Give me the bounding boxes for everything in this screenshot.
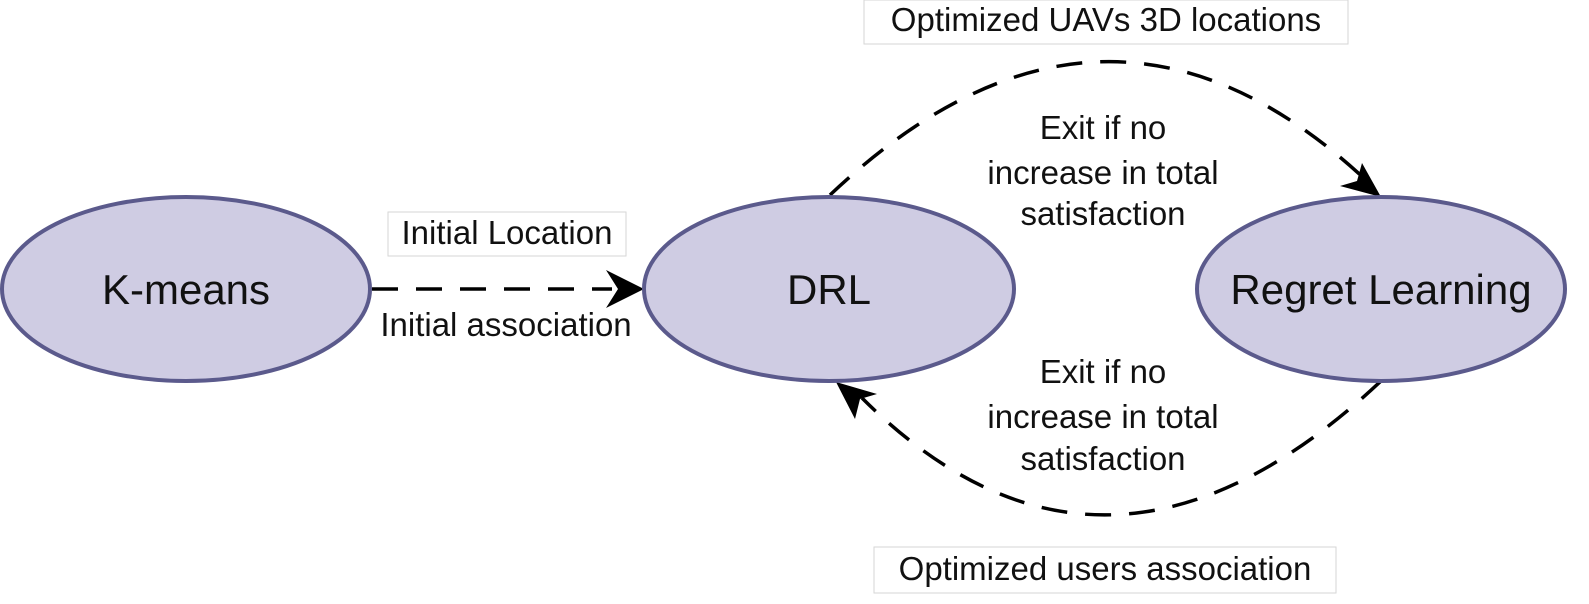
label-optimized-users-association: Optimized users association bbox=[873, 546, 1337, 594]
label-optimized-uav-locations-box bbox=[863, 0, 1349, 45]
node-regret-learning: Regret Learning bbox=[1195, 195, 1567, 383]
label-optimized-users-association-text: Optimized users association bbox=[899, 550, 1312, 587]
node-drl: DRL bbox=[642, 195, 1016, 383]
exit-condition-bottom: Exit if no increase in total satisfactio… bbox=[987, 353, 1218, 477]
exit-condition-top: Exit if no increase in total satisfactio… bbox=[987, 109, 1218, 232]
label-optimized-uav-locations-text: Optimized UAVs 3D locations bbox=[891, 1, 1321, 38]
exit-condition-bottom-line2: increase in total bbox=[987, 398, 1218, 435]
edge-regret-to-drl bbox=[836, 379, 1383, 517]
node-regret-learning-label: Regret Learning bbox=[1230, 266, 1531, 313]
arrowhead-drl-left bbox=[606, 270, 644, 308]
node-kmeans: K-means bbox=[0, 195, 372, 383]
edge-drl-to-regret-arc bbox=[828, 60, 1370, 197]
edge-regret-to-drl-arc bbox=[860, 379, 1383, 517]
exit-condition-bottom-line1: Exit if no bbox=[1040, 353, 1167, 390]
exit-condition-top-line3: satisfaction bbox=[1020, 195, 1185, 232]
label-initial-location-text: Initial Location bbox=[402, 214, 613, 251]
label-optimized-users-association-box bbox=[873, 546, 1337, 594]
node-drl-shape bbox=[642, 195, 1016, 383]
arrowhead-regret-top bbox=[1340, 163, 1381, 197]
edge-drl-to-regret bbox=[828, 60, 1381, 197]
node-drl-label: DRL bbox=[787, 266, 871, 313]
node-kmeans-label: K-means bbox=[102, 266, 270, 313]
label-initial-location: Initial Location bbox=[387, 211, 627, 257]
label-initial-location-box bbox=[387, 211, 627, 257]
exit-condition-bottom-line3: satisfaction bbox=[1020, 440, 1185, 477]
label-initial-association: Initial association bbox=[380, 306, 631, 343]
exit-condition-top-line2: increase in total bbox=[987, 154, 1218, 191]
node-regret-learning-shape bbox=[1195, 195, 1567, 383]
label-optimized-uav-locations: Optimized UAVs 3D locations bbox=[863, 0, 1349, 45]
arrowhead-drl-bottom bbox=[836, 382, 877, 419]
exit-condition-top-line1: Exit if no bbox=[1040, 109, 1167, 146]
node-kmeans-shape bbox=[0, 195, 372, 383]
edge-kmeans-to-drl bbox=[372, 270, 644, 308]
